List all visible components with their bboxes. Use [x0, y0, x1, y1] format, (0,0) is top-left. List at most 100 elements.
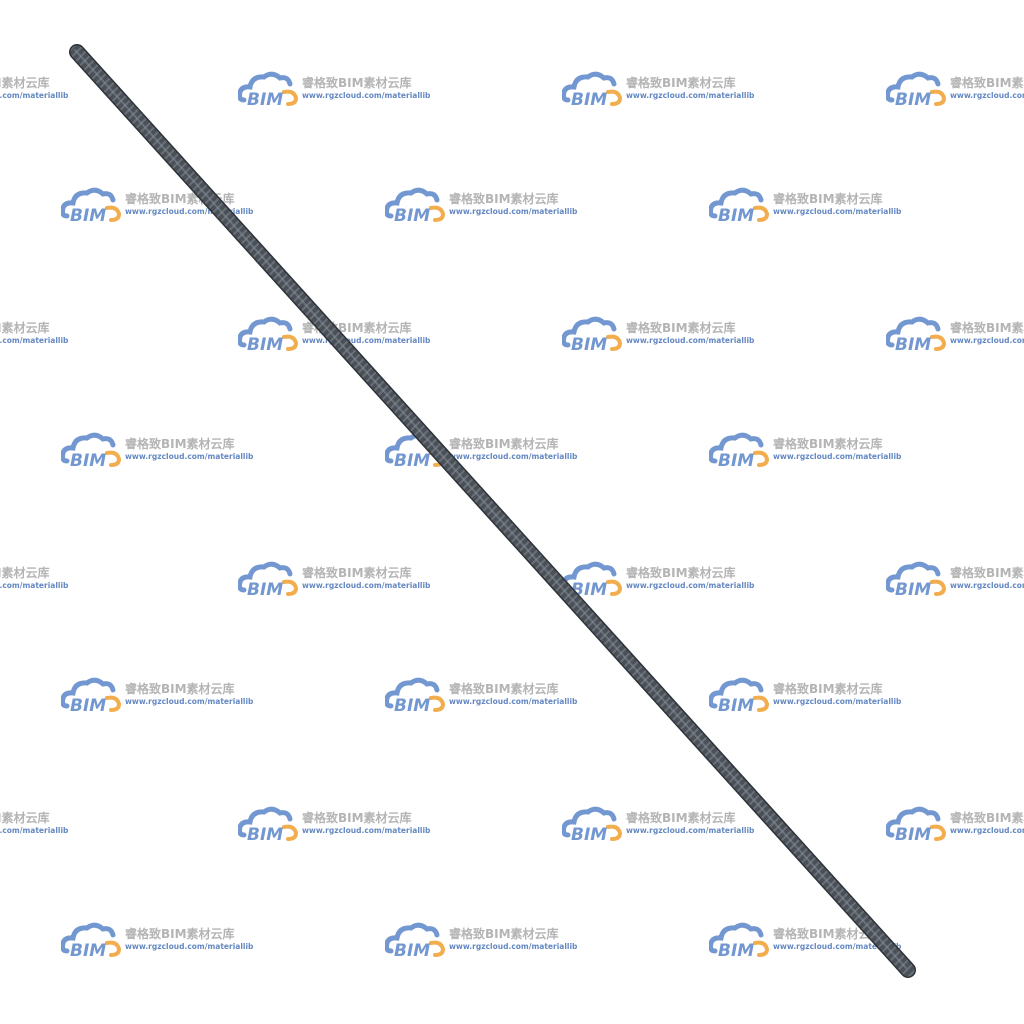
watermark-title: 睿格致BIM素材云库	[125, 437, 235, 451]
watermark-url: www.rgzcloud.com/materiallib	[773, 207, 902, 216]
watermark-title: 睿格致BIM素材云库	[950, 76, 1024, 90]
cloud-logo-icon: BIM	[709, 432, 770, 471]
watermark-url: www.rgzcloud.com/materiallib	[626, 826, 755, 835]
cloud-logo-icon: BIM	[61, 187, 122, 226]
watermark-title: 睿格致BIM素材云库	[626, 811, 736, 825]
watermark-title: 睿格致BIM素材云库	[302, 76, 412, 90]
watermark-url: www.rgzcloud.com/materiallib	[773, 942, 902, 951]
watermark-url: www.rgzcloud.com/materiallib	[125, 452, 254, 461]
svg-text:BIM: BIM	[70, 941, 106, 961]
watermark-url: www.rgzcloud.com/materiallib	[449, 697, 578, 706]
watermark: BIM 睿格致BIM素材云库www.rgzcloud.com/materialli…	[886, 70, 1024, 110]
cloud-logo-icon: BIM	[562, 316, 623, 355]
watermark-url: www.rgzcloud.com/materiallib	[950, 91, 1024, 100]
watermark-title: 睿格致BIM素材云库	[0, 566, 50, 580]
watermark-url: www.rgzcloud.com/materiallib	[950, 581, 1024, 590]
svg-text:BIM: BIM	[247, 90, 283, 110]
svg-text:BIM: BIM	[895, 335, 931, 355]
watermark-url: www.rgzcloud.com/materiallib	[950, 336, 1024, 345]
watermark-url: www.rgzcloud.com/materiallib	[449, 942, 578, 951]
svg-text:BIM: BIM	[718, 696, 754, 716]
watermark: BIM睿格致BIM素材云库www.rgzcloud.com/materialli…	[0, 315, 69, 355]
svg-text:BIM: BIM	[394, 451, 430, 471]
watermark-title: 睿格致BIM素材云库	[125, 682, 235, 696]
cloud-logo-icon: BIM	[385, 187, 446, 226]
svg-text:BIM: BIM	[571, 90, 607, 110]
watermark-title: 睿格致BIM素材云库	[773, 927, 883, 941]
cloud-logo-icon: BIM	[562, 71, 623, 110]
cloud-logo-icon: BIM	[61, 432, 122, 471]
cloud-logo-icon: BIM	[886, 316, 947, 355]
watermark-url: www.rgzcloud.com/materiallib	[0, 91, 69, 100]
watermark-title: 睿格致BIM素材云库	[773, 682, 883, 696]
watermark-title: 睿格致BIM素材云库	[449, 192, 559, 206]
svg-text:BIM: BIM	[394, 206, 430, 226]
watermark-title: 睿格致BIM素材云库	[773, 192, 883, 206]
watermark-url: www.rgzcloud.com/materiallib	[449, 207, 578, 216]
cloud-logo-icon: BIM	[238, 806, 299, 845]
watermark: BIM 睿格致BIM素材云库www.rgzcloud.com/materialli…	[886, 315, 1024, 355]
watermark: BIM睿格致BIM素材云库www.rgzcloud.com/materialli…	[886, 560, 1024, 600]
cloud-logo-icon: BIM	[709, 187, 770, 226]
svg-text:BIM: BIM	[247, 580, 283, 600]
watermark-url: www.rgzcloud.com/materiallib	[773, 452, 902, 461]
cloud-logo-icon: BIM	[709, 677, 770, 716]
watermark-url: www.rgzcloud.com/materiallib	[773, 697, 902, 706]
cloud-logo-icon: BIM	[385, 677, 446, 716]
watermark: BIM睿格致BIM素材云库www.rgzcloud.com/materialli…	[886, 805, 1024, 845]
svg-text:BIM: BIM	[895, 90, 931, 110]
cloud-logo-icon: BIM	[238, 316, 299, 355]
watermark-url: www.rgzcloud.com/materiallib	[0, 826, 69, 835]
cloud-logo-icon: BIM	[886, 806, 947, 845]
watermark-title: 睿格致BIM素材云库	[626, 76, 736, 90]
watermark-title: 睿格致BIM素材云库	[626, 321, 736, 335]
svg-text:BIM: BIM	[571, 335, 607, 355]
watermark-url: www.rgzcloud.com/materiallib	[302, 581, 431, 590]
watermark-url: www.rgzcloud.com/materiallib	[626, 336, 755, 345]
svg-text:BIM: BIM	[394, 696, 430, 716]
cloud-logo-icon: BIM	[385, 922, 446, 961]
svg-text:BIM: BIM	[718, 941, 754, 961]
watermark-title: 睿格致BIM素材云库	[0, 811, 50, 825]
watermark-url: www.rgzcloud.com/materiallib	[950, 826, 1024, 835]
svg-text:BIM: BIM	[394, 941, 430, 961]
svg-text:BIM: BIM	[70, 451, 106, 471]
cloud-logo-icon: BIM	[886, 71, 947, 110]
svg-text:BIM: BIM	[718, 451, 754, 471]
svg-text:BIM: BIM	[895, 580, 931, 600]
watermark-title: 睿格致BIM素材云库	[449, 437, 559, 451]
watermark-title: 睿格致BIM素材云库	[302, 811, 412, 825]
watermark-title: 睿格致BIM素材云库	[626, 566, 736, 580]
cloud-logo-icon: BIM	[562, 806, 623, 845]
watermark-url: www.rgzcloud.com/materiallib	[125, 697, 254, 706]
watermark-url: www.rgzcloud.com/materiallib	[449, 452, 578, 461]
svg-text:BIM: BIM	[571, 825, 607, 845]
cloud-logo-icon: BIM	[61, 922, 122, 961]
watermark-url: www.rgzcloud.com/materiallib	[0, 336, 69, 345]
watermark-url: www.rgzcloud.com/materiallib	[125, 207, 254, 216]
svg-text:BIM: BIM	[247, 335, 283, 355]
watermark-title: 睿格致BIM素材云库	[950, 321, 1024, 335]
svg-text:BIM: BIM	[70, 696, 106, 716]
watermark-title: 睿格致BIM素材云库	[449, 927, 559, 941]
cloud-logo-icon: BIM	[238, 71, 299, 110]
watermark-url: www.rgzcloud.com/materiallib	[302, 826, 431, 835]
watermark: BIM睿格致BIM素材云库www.rgzcloud.com/materialli…	[0, 560, 68, 600]
svg-text:BIM: BIM	[247, 825, 283, 845]
watermark-url: www.rgzcloud.com/materiallib	[302, 336, 431, 345]
svg-text:BIM: BIM	[70, 206, 106, 226]
watermark-title: 睿格致BIM素材云库	[0, 76, 50, 90]
watermark-url: www.rgzcloud.com/materiallib	[626, 91, 755, 100]
